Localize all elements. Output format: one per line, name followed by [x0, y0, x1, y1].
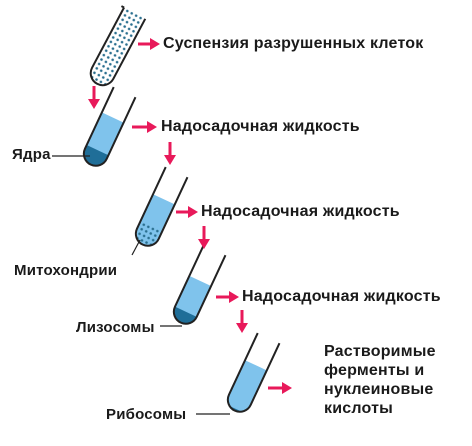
tube-ribosomes-outline [226, 332, 281, 413]
step-5-sediment-label: Рибосомы [106, 406, 187, 423]
tube-nuclei-sediment [83, 145, 109, 166]
tube-nuclei [82, 86, 137, 167]
tube-suspension [89, 5, 147, 87]
leader-mitochondria [131, 239, 141, 256]
step-3-content-label: Надосадочная жидкость [201, 203, 400, 220]
step-4-sediment-label: Лизосомы [76, 319, 155, 336]
step-4-content-label: Надосадочная жидкость [242, 288, 441, 305]
arrow-right-1 [138, 38, 160, 50]
arrow-down-1 [88, 86, 100, 109]
tube-mitochondria-sediment [135, 221, 163, 246]
tube-suspension-lip [120, 5, 125, 9]
tube-suspension-contents [90, 7, 146, 86]
tube-mitochondria-outline [134, 166, 189, 247]
arrow-right-2 [132, 121, 157, 133]
tube-lysosomes-outline [172, 244, 227, 325]
arrow-down-2 [164, 142, 176, 165]
tube-mitochondria [134, 166, 189, 247]
tube-ribosomes [226, 332, 281, 413]
arrow-down-4 [236, 310, 248, 333]
arrow-down-3 [198, 226, 210, 249]
arrow-right-3 [176, 206, 198, 218]
tube-nuclei-outline [82, 86, 137, 167]
arrow-right-5 [268, 382, 292, 394]
step-3-sediment-label: Митохондрии [14, 262, 118, 279]
tube-lysosomes [172, 244, 227, 325]
tube-ribosomes-liquid [227, 360, 267, 412]
step-2-content-label: Надосадочная жидкость [161, 118, 360, 135]
step-1-content-label: Суспензия разрушенных клеток [163, 35, 424, 52]
step-5-content-label: Растворимые ферменты и нуклеиновые кисло… [324, 343, 436, 417]
tube-lysosomes-sediment [173, 306, 197, 324]
tube-suspension-outline [89, 7, 147, 87]
arrow-right-4 [216, 291, 239, 303]
step-2-sediment-label: Ядра [12, 146, 51, 163]
